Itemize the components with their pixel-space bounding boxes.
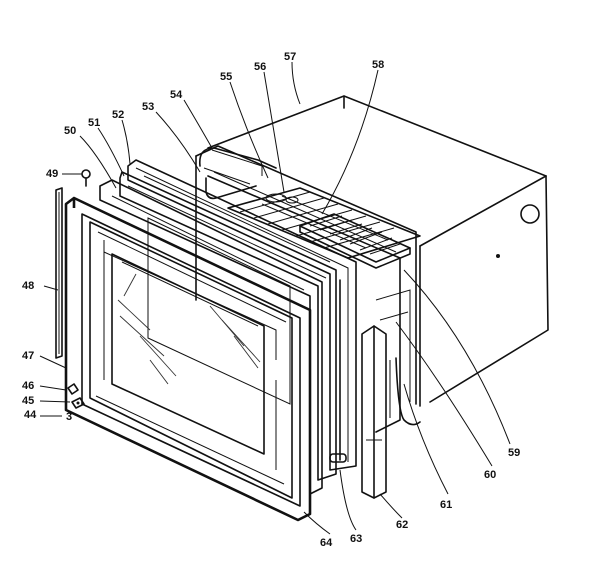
callout-64: 64 [320, 537, 333, 549]
hinge-clip-45 [71, 397, 85, 409]
cabinet-screw-hole [496, 254, 500, 258]
oven-cabinet [207, 95, 549, 407]
callout-45: 45 [22, 395, 34, 407]
leader-lines [39, 61, 511, 535]
callout-labels: 44 3 45 46 47 48 49 50 51 52 53 54 55 56… [22, 51, 520, 549]
callout-57: 57 [284, 51, 296, 63]
vent-grille [299, 213, 411, 269]
callout-62: 62 [396, 519, 408, 531]
oven-liner [195, 145, 417, 433]
callout-46: 46 [22, 380, 34, 392]
callout-60: 60 [484, 469, 496, 481]
hinge-plate-46 [67, 383, 79, 395]
door-gasket [119, 171, 337, 481]
callout-58: 58 [372, 59, 384, 71]
door-outer-frame [64, 196, 312, 522]
bottom-runner [389, 357, 421, 426]
door-window-glass [117, 273, 261, 385]
cabinet-vent-hole [520, 204, 540, 224]
side-trim [361, 325, 387, 499]
callout-52: 52 [112, 109, 124, 121]
callout-51: 51 [88, 117, 100, 129]
callout-44: 44 [24, 409, 37, 421]
callout-55: 55 [220, 71, 232, 83]
door-screw [81, 169, 91, 187]
callout-61: 61 [440, 499, 452, 511]
callout-54: 54 [170, 89, 183, 101]
callout-44-part: 3 [66, 411, 72, 423]
rear-door-frame [127, 159, 357, 471]
door-trim-strip [55, 187, 63, 359]
hinge-parts [67, 383, 85, 409]
callout-59: 59 [508, 447, 520, 459]
broil-element [198, 147, 277, 200]
callout-47: 47 [22, 350, 34, 362]
callout-63: 63 [350, 533, 362, 545]
door-latch-slot [329, 453, 347, 463]
callout-48: 48 [22, 280, 34, 292]
callout-53: 53 [142, 101, 154, 113]
callout-49: 49 [46, 168, 58, 180]
callout-50: 50 [64, 125, 76, 137]
callout-56: 56 [254, 61, 266, 73]
middle-glass-panel [99, 179, 323, 495]
